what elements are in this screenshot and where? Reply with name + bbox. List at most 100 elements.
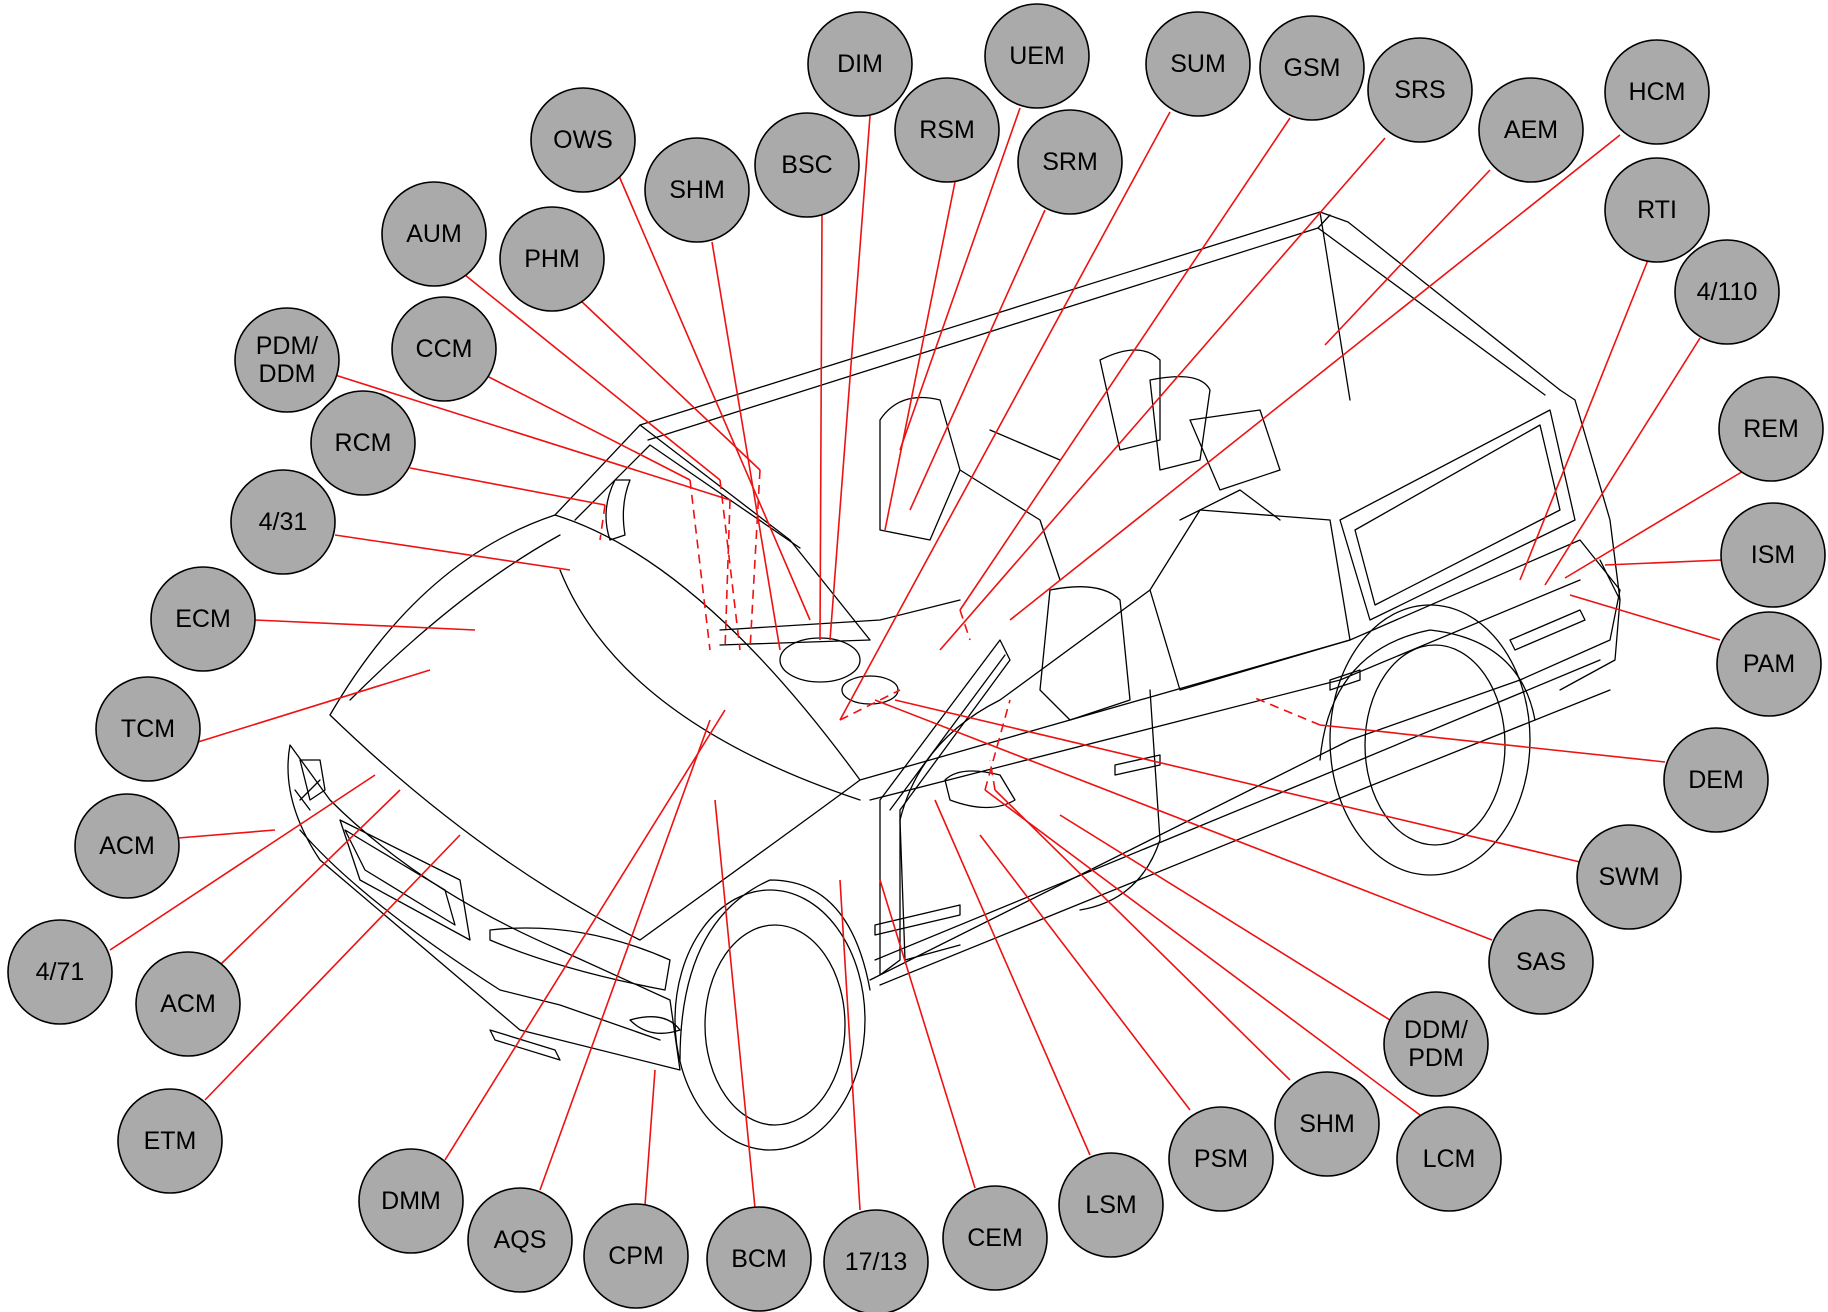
etm-bubble-circle bbox=[117, 1088, 223, 1194]
sum-bubble: SUM bbox=[1145, 11, 1251, 117]
ows-bubble-circle bbox=[530, 87, 636, 193]
cpm-bubble-circle bbox=[583, 1203, 689, 1309]
pam-leader-line bbox=[1569, 594, 1721, 641]
4-110-bubble: 4/110 bbox=[1674, 239, 1780, 345]
ows-label: OWS bbox=[553, 126, 613, 154]
ddm-pdm-leader-line bbox=[1059, 814, 1391, 1021]
rti-bubble: RTI bbox=[1604, 157, 1710, 263]
ecm-leader-line bbox=[254, 619, 476, 631]
hcm-bubble-circle bbox=[1604, 39, 1710, 145]
etm-label: ETM bbox=[144, 1127, 197, 1155]
ddm-pdm-label-line-1: DDM/ bbox=[1404, 1016, 1468, 1044]
ism-bubble: ISM bbox=[1720, 502, 1826, 608]
sas-label: SAS bbox=[1516, 948, 1566, 976]
shm-top-bubble: SHM bbox=[644, 137, 750, 243]
psm-leader-line bbox=[979, 834, 1191, 1111]
shm-bottom-label: SHM bbox=[1299, 1110, 1355, 1138]
rcm-bubble: RCM bbox=[310, 390, 416, 496]
acm-lower-label: ACM bbox=[160, 990, 216, 1018]
pam-label: PAM bbox=[1743, 650, 1795, 678]
rcm-hidden-leader-line bbox=[599, 504, 606, 541]
ism-bubble-circle bbox=[1720, 502, 1826, 608]
acm-upper-leader-line bbox=[177, 829, 276, 839]
uem-leader-line bbox=[899, 107, 1021, 451]
lsm-bubble-circle bbox=[1058, 1152, 1164, 1258]
etm-leader-line bbox=[204, 834, 461, 1101]
rsm-leader-line bbox=[884, 181, 956, 531]
phm-label: PHM bbox=[524, 245, 580, 273]
ddm-pdm-bubble: DDM/PDM bbox=[1383, 991, 1489, 1097]
shm-top-label: SHM bbox=[669, 176, 725, 204]
shm-bottom-bubble: SHM bbox=[1274, 1071, 1380, 1177]
ddm-pdm-bubble-circle bbox=[1383, 991, 1489, 1097]
aem-bubble: AEM bbox=[1478, 77, 1584, 183]
tcm-label: TCM bbox=[121, 715, 175, 743]
acm-upper-bubble: ACM bbox=[74, 793, 180, 899]
lsm-bubble: LSM bbox=[1058, 1152, 1164, 1258]
gsm-label: GSM bbox=[1284, 54, 1341, 82]
shm-bottom-leader-line bbox=[994, 789, 1291, 1081]
rcm-leader-line bbox=[409, 467, 606, 506]
pdm-ddm-label-line-2: DDM bbox=[259, 360, 316, 388]
bsc-bubble: BSC bbox=[754, 112, 860, 218]
cpm-bubble: CPM bbox=[583, 1203, 689, 1309]
aqs-leader-line bbox=[539, 719, 711, 1191]
pdm-ddm-leader-line bbox=[334, 374, 731, 501]
phm-bubble: PHM bbox=[499, 206, 605, 312]
acm-upper-label: ACM bbox=[99, 832, 155, 860]
srs-label: SRS bbox=[1394, 76, 1445, 104]
dem-bubble-circle bbox=[1663, 727, 1769, 833]
dmm-label: DMM bbox=[381, 1187, 441, 1215]
sum-leader-line bbox=[839, 111, 1171, 721]
ddm-pdm-label-line-2: PDM bbox=[1408, 1044, 1464, 1072]
4-31-label: 4/31 bbox=[259, 508, 308, 536]
pam-bubble-circle bbox=[1716, 611, 1822, 717]
4-110-bubble-circle bbox=[1674, 239, 1780, 345]
dim-label: DIM bbox=[837, 50, 883, 78]
swm-leader-line bbox=[894, 699, 1581, 863]
4-71-bubble: 4/71 bbox=[7, 919, 113, 1025]
cpm-label: CPM bbox=[608, 1242, 664, 1270]
rsm-bubble-circle bbox=[894, 77, 1000, 183]
pdm-ddm-bubble-circle bbox=[234, 307, 340, 413]
dem-bubble: DEM bbox=[1663, 727, 1769, 833]
srm-bubble: SRM bbox=[1017, 109, 1123, 215]
dem-hidden-leader-line bbox=[1254, 697, 1321, 726]
rsm-bubble: RSM bbox=[894, 77, 1000, 183]
rem-bubble-circle bbox=[1718, 376, 1824, 482]
4-71-leader-line bbox=[109, 774, 376, 951]
ism-leader-line bbox=[1604, 559, 1723, 566]
psm-bubble-circle bbox=[1168, 1106, 1274, 1212]
17-13-label: 17/13 bbox=[845, 1248, 908, 1276]
dim-bubble-circle bbox=[807, 11, 913, 117]
lsm-label: LSM bbox=[1085, 1191, 1136, 1219]
4-110-label: 4/110 bbox=[1697, 278, 1758, 306]
bcm-bubble-circle bbox=[706, 1206, 812, 1312]
4-71-bubble-circle bbox=[7, 919, 113, 1025]
dmm-bubble: DMM bbox=[358, 1148, 464, 1254]
4-71-label: 4/71 bbox=[36, 958, 85, 986]
hcm-label: HCM bbox=[1629, 78, 1686, 106]
sum-hidden-leader-line bbox=[839, 689, 901, 721]
gsm-bubble: GSM bbox=[1259, 15, 1365, 121]
ows-bubble: OWS bbox=[530, 87, 636, 193]
gsm-hidden-leader-line bbox=[959, 609, 971, 641]
cem-bubble-circle bbox=[942, 1185, 1048, 1291]
ecm-bubble-circle bbox=[150, 566, 256, 672]
sum-bubble-circle bbox=[1145, 11, 1251, 117]
shm-top-bubble-circle bbox=[644, 137, 750, 243]
lcm-hidden-leader-line bbox=[984, 699, 1011, 791]
aqs-label: AQS bbox=[494, 1226, 547, 1254]
cpm-leader-line bbox=[644, 1069, 656, 1206]
shm-bottom-hidden-leader-line bbox=[989, 759, 996, 791]
lcm-label: LCM bbox=[1423, 1145, 1476, 1173]
shm-bottom-bubble-circle bbox=[1274, 1071, 1380, 1177]
swm-label: SWM bbox=[1598, 863, 1659, 891]
aqs-bubble: AQS bbox=[467, 1187, 573, 1293]
lcm-bubble: LCM bbox=[1396, 1106, 1502, 1212]
aum-hidden-leader-line bbox=[719, 479, 741, 651]
ecm-label: ECM bbox=[175, 605, 231, 633]
lcm-bubble-circle bbox=[1396, 1106, 1502, 1212]
dem-leader-line bbox=[1319, 724, 1666, 763]
cem-bubble: CEM bbox=[942, 1185, 1048, 1291]
